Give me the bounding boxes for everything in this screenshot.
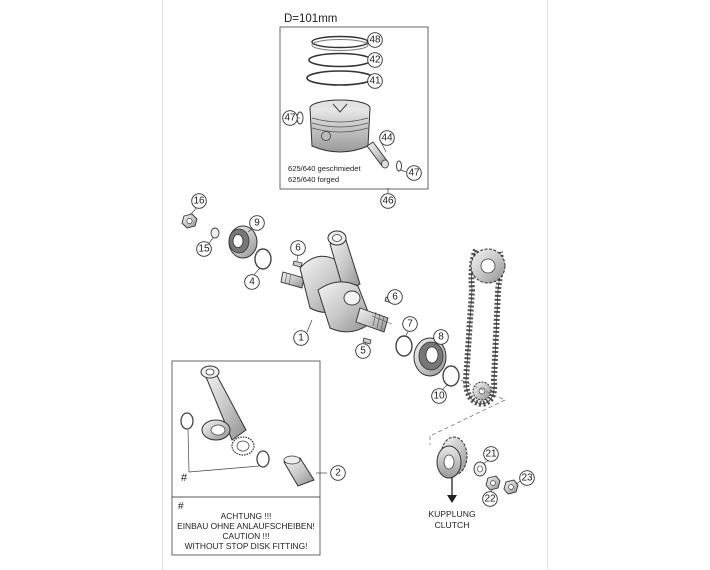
- svg-text:23: 23: [521, 473, 533, 484]
- conrod-inset: # 2 # ACHTUNG !!! EINBAU OHNE ANLAUFSCHE…: [171, 360, 346, 556]
- piston-note-line2: 625/640 forged: [288, 175, 339, 184]
- inset-thrust-washer-right: [256, 450, 270, 468]
- shim-7: [395, 335, 413, 357]
- callout-6-left: 6: [290, 240, 306, 256]
- svg-text:EINBAU OHNE ANLAUFSCHEIBEN!: EINBAU OHNE ANLAUFSCHEIBEN!: [177, 521, 315, 531]
- wrist-pin: [366, 141, 389, 169]
- svg-text:CAUTION !!!: CAUTION !!!: [223, 531, 270, 541]
- inset-frame: [171, 360, 321, 556]
- piston-box-frame: [279, 26, 429, 190]
- callout-47-right: 47: [406, 165, 422, 181]
- inset-thrust-washer-left: [180, 412, 194, 430]
- inset-hash-mark: #: [181, 472, 188, 484]
- callout-44: 44: [379, 130, 395, 146]
- primary-gear: [436, 436, 468, 479]
- piston-note-line1: 625/640 geschmiedet: [288, 164, 362, 173]
- svg-text:2: 2: [335, 468, 341, 479]
- svg-text:1: 1: [298, 333, 304, 344]
- piston: [309, 99, 371, 153]
- callout-22: 22: [482, 491, 498, 507]
- inset-connecting-rod: [200, 365, 247, 441]
- svg-text:#: #: [178, 501, 184, 512]
- nut-22: [485, 475, 501, 491]
- nut-23: [503, 479, 519, 495]
- crank-sprocket: [472, 381, 492, 401]
- inset-crank-pin: [283, 455, 315, 487]
- svg-text:16: 16: [193, 196, 205, 207]
- clutch-label-line2: CLUTCH: [435, 520, 470, 530]
- bearing-9: [228, 225, 258, 259]
- camshaft-sprocket: [470, 248, 506, 284]
- svg-text:8: 8: [438, 332, 444, 343]
- callout-16: 16: [191, 193, 207, 209]
- svg-text:41: 41: [369, 76, 381, 87]
- svg-text:48: 48: [369, 35, 381, 46]
- inset-warning: # ACHTUNG !!! EINBAU OHNE ANLAUFSCHEIBEN…: [177, 501, 315, 551]
- piston-group: D=101mm: [279, 13, 429, 209]
- callout-2: 2: [330, 465, 346, 481]
- diameter-label: D=101mm: [284, 13, 337, 25]
- washer-15: [210, 227, 220, 239]
- callout-10: 10: [431, 388, 447, 404]
- svg-text:9: 9: [254, 218, 260, 229]
- callout-47-left: 47: [282, 110, 298, 126]
- callout-23: 23: [519, 470, 535, 486]
- callout-48: 48: [367, 32, 383, 48]
- primary-gear-group: 21 22 23 KUPPLUNG CLUTCH: [428, 436, 535, 530]
- callout-4: 4: [244, 274, 260, 290]
- woodruff-key-5: [362, 337, 372, 345]
- svg-text:44: 44: [381, 133, 393, 144]
- piston-ring-41: [306, 70, 374, 86]
- crankshaft-group: 6 6 5 1: [280, 230, 403, 359]
- svg-text:WITHOUT STOP DISK FITTING!: WITHOUT STOP DISK FITTING!: [185, 541, 308, 551]
- callout-21: 21: [483, 446, 499, 462]
- callout-7: 7: [402, 316, 418, 332]
- clutch-arrow: [447, 477, 457, 503]
- right-bearing-group: 7 8 10: [395, 316, 460, 404]
- clutch-label-line1: KUPPLUNG: [428, 509, 476, 519]
- callout-41: 41: [367, 73, 383, 89]
- circlip-right: [396, 160, 402, 172]
- callout-8: 8: [433, 329, 449, 345]
- svg-text:15: 15: [198, 244, 210, 255]
- svg-text:ACHTUNG !!!: ACHTUNG !!!: [221, 511, 272, 521]
- bearing-8: [413, 337, 447, 377]
- svg-text:7: 7: [407, 319, 413, 330]
- shim-4: [254, 248, 272, 270]
- callout-42: 42: [367, 52, 383, 68]
- callout-1: 1: [293, 330, 309, 346]
- nut-16: [181, 213, 198, 229]
- svg-text:6: 6: [295, 243, 301, 254]
- svg-text:4: 4: [249, 277, 255, 288]
- piston-ring-42: [308, 52, 372, 68]
- callout-46: 46: [380, 193, 396, 209]
- svg-text:46: 46: [382, 196, 394, 207]
- woodruff-key-6-left: [292, 260, 303, 268]
- svg-text:21: 21: [485, 449, 497, 460]
- timing-chain-group: [429, 248, 506, 445]
- svg-text:47: 47: [408, 168, 420, 179]
- left-bearing-group: 16 9 15 4: [181, 193, 272, 290]
- svg-text:6: 6: [392, 292, 398, 303]
- svg-text:47: 47: [284, 113, 296, 124]
- shim-10: [442, 365, 460, 387]
- piston-ring-48: [311, 35, 369, 51]
- callout-9: 9: [249, 215, 265, 231]
- callout-5: 5: [355, 343, 371, 359]
- svg-text:5: 5: [360, 346, 366, 357]
- svg-text:10: 10: [433, 391, 445, 402]
- diagram-page: [162, 0, 548, 570]
- svg-text:22: 22: [484, 494, 496, 505]
- callout-6-right: 6: [387, 289, 403, 305]
- inset-needle-bearing: [231, 436, 255, 456]
- svg-text:42: 42: [369, 55, 381, 66]
- callout-15: 15: [196, 241, 212, 257]
